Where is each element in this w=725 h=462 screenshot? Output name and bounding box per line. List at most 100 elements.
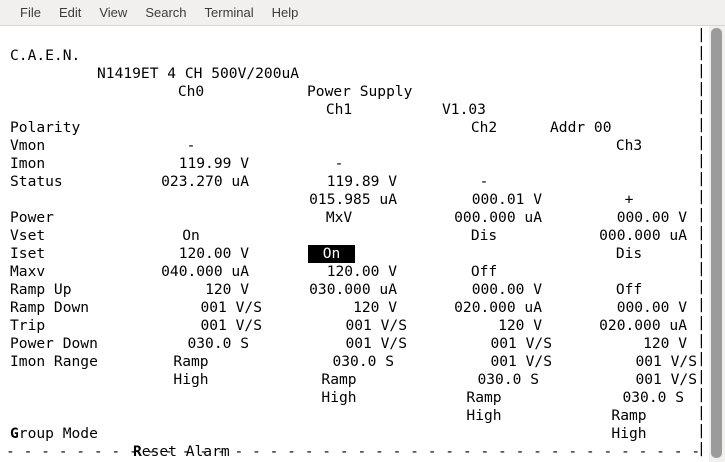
maxv-ch0[interactable]: 120 V	[205, 281, 249, 298]
command-reset-alarm[interactable]: Reset Alarm	[133, 443, 230, 461]
ramp-up-ch2[interactable]: 001 V/S	[490, 335, 552, 352]
vmon-ch2: 000.01 V	[471, 191, 542, 208]
vset-ch2[interactable]: 000.00 V	[471, 281, 542, 298]
command-group-mode-label: roup Mode	[18, 425, 98, 442]
channel-header-ch3: Ch3	[615, 137, 643, 154]
right-border-column: | | | | | | | | | | | | | | | | | | | | …	[697, 26, 706, 457]
table-row-ramp-up: Ramp Up 001 V/S 001 V/S 001 V/S 001 V/S	[10, 263, 697, 370]
table-row-imon-range: Imon Range High High High High	[10, 335, 647, 442]
imon-ch0: 023.270 uA	[161, 173, 249, 190]
imon-range-ch2[interactable]: High	[466, 407, 502, 424]
command-group-mode-mnemonic: G	[10, 425, 19, 442]
power-down-ch3[interactable]: Ramp	[611, 407, 647, 424]
status-ch2: Dis	[470, 227, 498, 244]
polarity-ch3[interactable]: +	[624, 191, 634, 208]
iset-ch1[interactable]: 030.000 uA	[309, 281, 397, 298]
imon-ch3: 000.000 uA	[599, 227, 687, 244]
status-ch1: MxV	[325, 209, 353, 226]
menu-item-file[interactable]: File	[20, 5, 41, 20]
power-ch0[interactable]: On	[182, 227, 200, 244]
table-row-imon: Imon 023.270 uA 015.985 uA 000.000 uA 00…	[10, 137, 687, 244]
power-down-ch2[interactable]: Ramp	[466, 389, 502, 406]
polarity-ch2[interactable]: -	[479, 173, 489, 190]
power-ch1[interactable]: On	[308, 245, 355, 263]
iset-ch0[interactable]: 040.000 uA	[161, 263, 249, 280]
imon-ch1: 015.985 uA	[309, 191, 397, 208]
row-label-ramp-down: Ramp Down	[10, 299, 90, 316]
row-label-iset: Iset	[10, 245, 46, 262]
channel-header-ch0: Ch0	[177, 83, 205, 100]
table-row-power: Power On On Off Off	[10, 191, 642, 298]
power-ch3[interactable]: Off	[615, 281, 643, 298]
iset-ch2[interactable]: 020.000 uA	[454, 299, 542, 316]
vset-ch1[interactable]: 120.00 V	[326, 263, 397, 280]
trip-ch3[interactable]: 030.0 S	[622, 389, 684, 406]
menu-item-edit[interactable]: Edit	[58, 5, 82, 20]
command-group-mode[interactable]: Group Mode	[10, 425, 98, 443]
device-vendor: C.A.E.N.	[10, 47, 81, 64]
row-label-imon-range: Imon Range	[10, 353, 98, 370]
command-reset-alarm-mnemonic: R	[133, 443, 142, 460]
row-label-vset: Vset	[10, 227, 46, 244]
vmon-ch1: 119.89 V	[326, 173, 397, 190]
channel-header-ch1: Ch1	[325, 101, 353, 118]
table-row-power-down: Power Down Ramp Ramp Ramp Ramp	[10, 317, 647, 424]
polarity-ch1[interactable]: -	[334, 155, 344, 172]
row-label-power: Power	[10, 209, 54, 226]
channel-header-ch2: Ch2	[470, 119, 498, 136]
power-ch2[interactable]: Off	[470, 263, 498, 280]
menu-item-view[interactable]: View	[99, 5, 128, 20]
trip-ch1[interactable]: 030.0 S	[332, 353, 394, 370]
ramp-down-ch2[interactable]: 001 V/S	[490, 353, 552, 370]
row-label-trip: Trip	[10, 317, 46, 334]
command-reset-alarm-label: eset Alarm	[141, 443, 230, 460]
vset-ch3[interactable]: 000.00 V	[616, 299, 687, 316]
imon-range-ch3[interactable]: High	[611, 425, 647, 442]
terminal-screen[interactable]: C.A.E.N. N1419ET 4 CH 500V/200uA Power S…	[0, 26, 725, 462]
ramp-up-ch0[interactable]: 001 V/S	[200, 299, 262, 316]
scrollbar[interactable]	[709, 26, 725, 462]
device-model: N1419ET 4 CH 500V/200uA	[97, 65, 300, 82]
row-label-status: Status	[10, 173, 63, 190]
device-header-line: C.A.E.N. N1419ET 4 CH 500V/200uA Power S…	[10, 29, 612, 136]
row-label-maxv: Maxv	[10, 263, 46, 280]
ramp-down-ch3[interactable]: 001 V/S	[635, 371, 697, 388]
vset-ch0[interactable]: 120.00 V	[178, 245, 249, 262]
ramp-up-ch1[interactable]: 001 V/S	[345, 317, 407, 334]
bottom-divider: - - - - - - - - - - - - - - - - - - - - …	[6, 443, 701, 460]
imon-range-ch0[interactable]: High	[173, 371, 209, 388]
table-row-iset: Iset 040.000 uA 030.000 uA 020.000 uA 02…	[10, 227, 687, 334]
power-down-ch1[interactable]: Ramp	[321, 371, 357, 388]
row-label-vmon: Vmon	[10, 137, 46, 154]
table-row-polarity: Polarity - - - +	[10, 101, 633, 208]
imon-range-ch1[interactable]: High	[321, 389, 357, 406]
ramp-down-ch0[interactable]: 001 V/S	[200, 317, 262, 334]
maxv-ch3[interactable]: 120 V	[643, 335, 687, 352]
row-label-polarity: Polarity	[10, 119, 81, 136]
menu-item-help[interactable]: Help	[271, 5, 299, 20]
menu-item-terminal[interactable]: Terminal	[204, 5, 254, 20]
table-row-status: Status MxV Dis Dis	[10, 155, 642, 262]
status-ch3: Dis	[615, 245, 643, 262]
table-row-maxv: Maxv 120 V 120 V 120 V 120 V	[10, 245, 687, 352]
menu-item-search[interactable]: Search	[145, 5, 187, 20]
trip-ch0[interactable]: 030.0 S	[187, 335, 249, 352]
maxv-ch2[interactable]: 120 V	[498, 317, 542, 334]
scrollbar-thumb[interactable]	[711, 28, 722, 458]
trip-ch2[interactable]: 030.0 S	[477, 371, 539, 388]
maxv-ch1[interactable]: 120 V	[353, 299, 397, 316]
iset-ch3[interactable]: 020.000 uA	[599, 317, 687, 334]
device-address: Addr 00	[550, 119, 612, 136]
ramp-down-ch1[interactable]: 001 V/S	[345, 335, 407, 352]
table-row-trip: Trip 030.0 S 030.0 S 030.0 S 030.0 S	[10, 299, 684, 406]
power-down-ch0[interactable]: Ramp	[173, 353, 209, 370]
device-type: Power Supply	[307, 83, 413, 100]
row-label-power-down: Power Down	[10, 335, 98, 352]
firmware-version: V1.03	[442, 101, 486, 118]
ramp-up-ch3[interactable]: 001 V/S	[635, 353, 697, 370]
table-row-vmon: Vmon 119.99 V 119.89 V 000.01 V 000.00 V	[10, 119, 687, 226]
row-label-imon: Imon	[10, 155, 46, 172]
polarity-ch0[interactable]: -	[186, 137, 196, 154]
vmon-ch3: 000.00 V	[616, 209, 687, 226]
